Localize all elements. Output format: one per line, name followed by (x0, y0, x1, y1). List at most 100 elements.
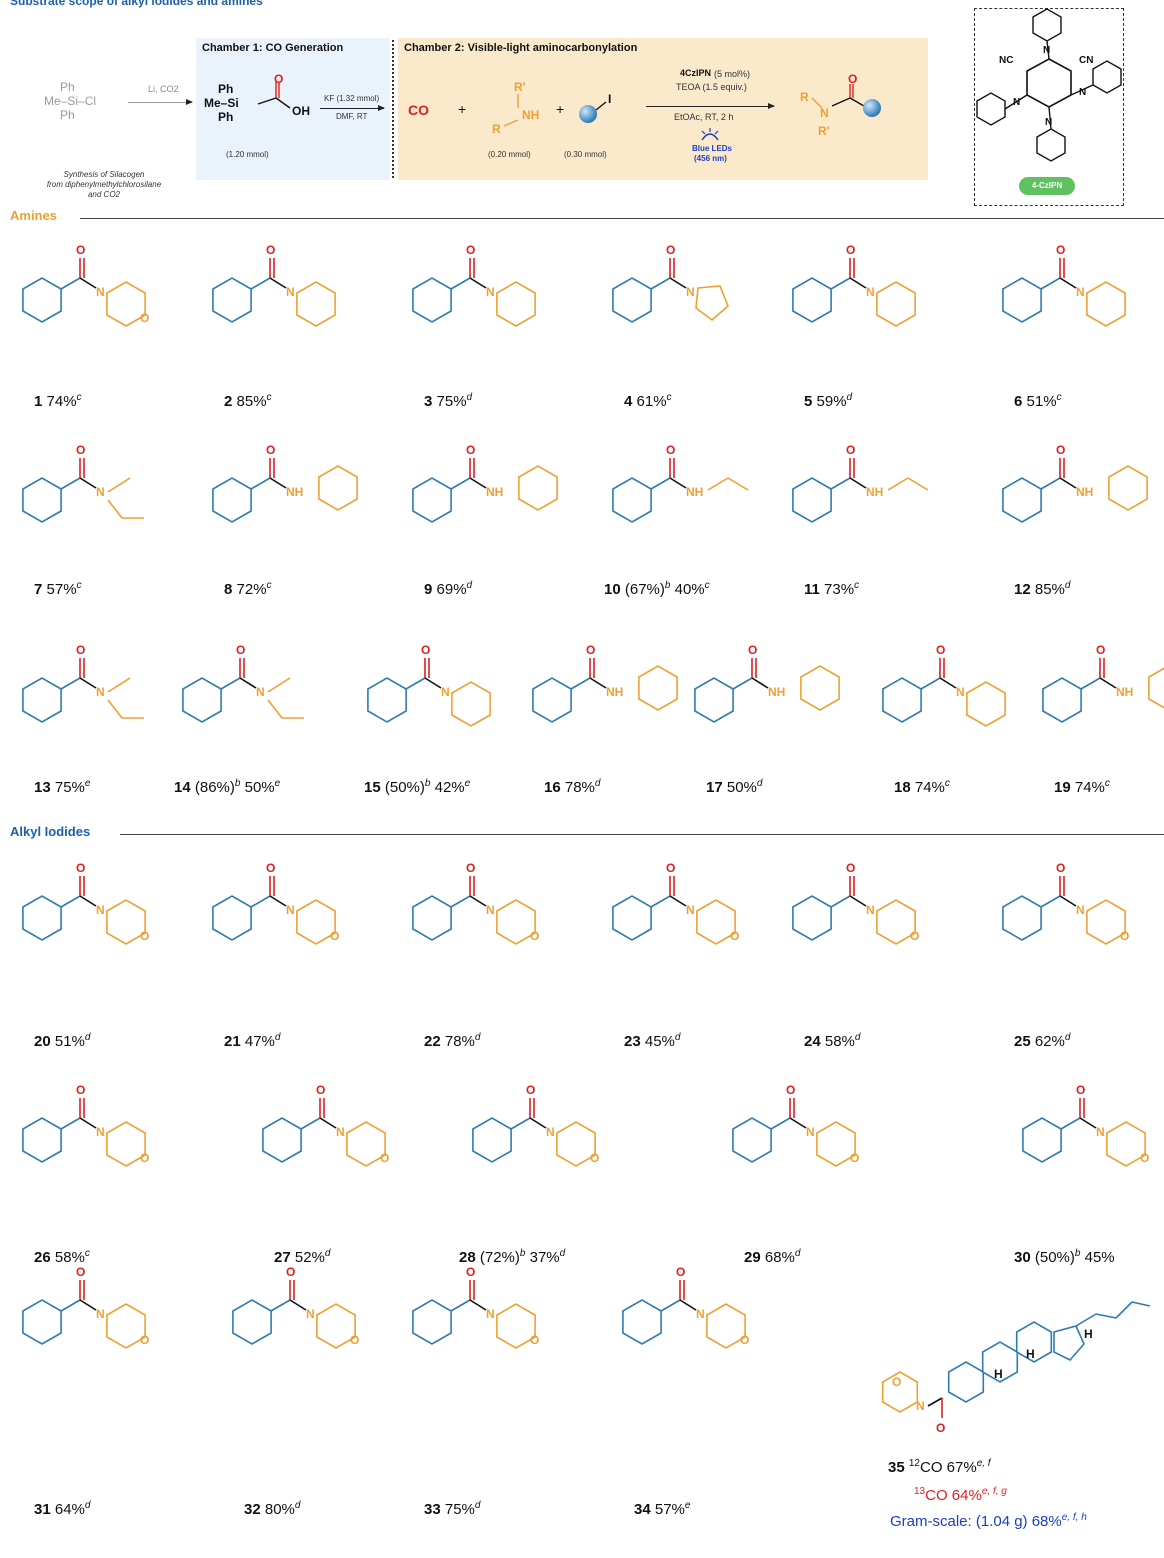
compound-number: 15 (364, 779, 381, 796)
cyclohexyl-ring (1002, 895, 1042, 941)
bond (60, 1299, 81, 1312)
compound-number: 27 (274, 1249, 291, 1266)
compound-28-structure: ONO (472, 1083, 599, 1167)
compound-29-structure: ONO (732, 1083, 859, 1167)
nitrogen-label: N (96, 1125, 105, 1139)
nitrogen-label: N (916, 1399, 925, 1413)
footnote-mark: e (274, 778, 281, 789)
cyclohexyl-ring (412, 895, 452, 941)
product-n: N (820, 106, 829, 120)
cyclohexyl-ring (1042, 677, 1082, 723)
amine-ring (318, 465, 358, 511)
bond (1059, 277, 1077, 289)
bond (469, 895, 487, 907)
cyclohexyl-ring (732, 1117, 772, 1163)
yield-value: 42% (434, 779, 465, 796)
yield-value: 74% (1074, 779, 1105, 796)
ring-oxygen: O (330, 929, 339, 943)
bond (289, 1299, 307, 1311)
yield-value: 64% (54, 1501, 85, 1518)
amine-ring (876, 899, 916, 945)
ring-oxygen: O (140, 929, 149, 943)
amine-ring (496, 281, 536, 327)
compound-14-label: 14 (86%)b 50%e (174, 778, 280, 796)
bond (107, 499, 123, 519)
bond (469, 1299, 487, 1311)
bond (1115, 1301, 1133, 1319)
nitrogen-label: N (546, 1125, 555, 1139)
footnote-mark: d (854, 1032, 861, 1043)
carbonyl-oxygen: O (666, 861, 675, 875)
compound-23-structure: ONO (612, 861, 739, 945)
cyclohexyl-ring (412, 1299, 452, 1345)
compound-24-structure: ONO (792, 861, 919, 945)
compound-number: 10 (604, 581, 621, 598)
compound-33-structure: ONO (412, 1265, 539, 1349)
isotope-mass: 13 (914, 1486, 926, 1497)
carbazole-n-label: N (1013, 97, 1021, 108)
yield-value: 47% (244, 1033, 275, 1050)
amine-ring (876, 281, 916, 327)
compound-34-label: 34 57%e (634, 1500, 690, 1518)
product-r-prime: R' (818, 124, 830, 138)
bond (60, 1117, 81, 1130)
caption-line: from diphenylmethylchlorosilane (46, 180, 162, 189)
nh-label: NH (866, 485, 883, 499)
ring-oxygen: O (740, 1333, 749, 1347)
bond (79, 677, 97, 689)
compound-number: 12 (1014, 581, 1031, 598)
footnote-mark: e (464, 778, 471, 789)
pre-step-caption: Synthesis of Silacogen from diphenylmeth… (8, 170, 200, 200)
yield-value: 85% (236, 393, 267, 410)
light-label: Blue LEDs (692, 144, 733, 153)
compound-34-structure: ONO (622, 1265, 749, 1349)
nitrogen-label: N (1076, 285, 1085, 299)
compound-number: 32 (244, 1501, 261, 1518)
nh-label: NH (486, 485, 503, 499)
carbonyl-oxygen: O (748, 643, 757, 657)
bond (79, 895, 97, 907)
nitrogen-label: N (336, 1125, 345, 1139)
steroid-ring-c (1015, 1321, 1053, 1363)
bond (250, 895, 271, 908)
footnote-mark: c (854, 580, 860, 591)
compound-32-structure: ONO (232, 1265, 359, 1349)
cyclohexyl-ring (792, 895, 832, 941)
compound-7-label: 7 57%c (34, 580, 82, 598)
ring-oxygen: O (140, 1151, 149, 1165)
cyclohexyl-ring (1002, 277, 1042, 323)
footnote-mark: e (84, 778, 91, 789)
pyrrolidine-ring (695, 285, 729, 322)
carbonyl-oxygen: O (936, 1421, 945, 1435)
cyclohexyl-ring (22, 895, 62, 941)
base-condition: TEOA (1.5 equiv.) (676, 82, 747, 92)
co-label: CO (408, 102, 429, 118)
compound-10-label: 10 (67%)b 40%c (604, 580, 710, 598)
compound-30-label: 30 (50%)b 45% (1014, 1248, 1115, 1266)
carbonyl-oxygen: O (936, 643, 945, 657)
compound-number: 29 (744, 1249, 761, 1266)
amine-bonds (503, 94, 519, 127)
yield-value: 73% (824, 581, 855, 598)
carbonyl-oxygen: O (1056, 443, 1065, 457)
yield-value: 75% (54, 779, 85, 796)
yield-value: 37% (529, 1249, 560, 1266)
footnote-mark: b (664, 580, 671, 591)
cyclohexyl-ring (612, 477, 652, 523)
compound-2-label: 2 85%c (224, 392, 272, 410)
compound-19-structure: ONH (1042, 643, 1164, 723)
carbonyl-oxygen: O (1056, 243, 1065, 257)
cyclohexyl-ring (22, 1299, 62, 1345)
compound-21-label: 21 47%d (224, 1032, 280, 1050)
carbonyl-oxygen: O (1056, 861, 1065, 875)
footnote-mark: d (474, 1500, 481, 1511)
yield-value: 45% (1084, 1249, 1115, 1266)
steroid-ring-d (1053, 1325, 1085, 1361)
amine-ring (966, 681, 1006, 727)
bond (650, 277, 671, 290)
nitrogen-label: N (96, 903, 105, 917)
bond (920, 677, 941, 690)
compound-24-label: 24 58%d (804, 1032, 860, 1050)
bond (770, 1117, 791, 1130)
footnote-mark: c (1104, 778, 1110, 789)
